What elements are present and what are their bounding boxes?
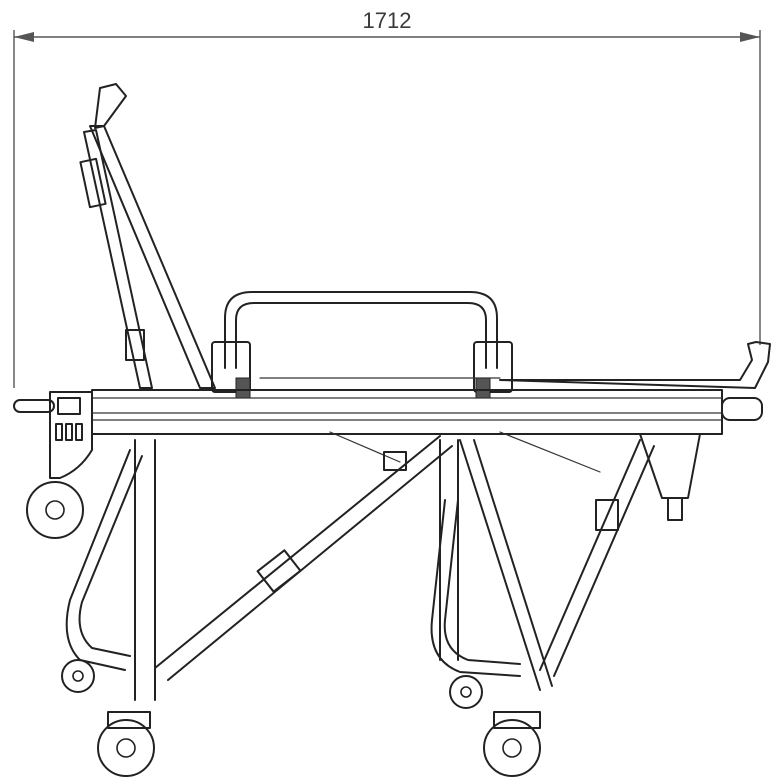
foot-end <box>259 341 771 389</box>
backrest-adjuster <box>125 329 145 361</box>
latch-block-left <box>235 377 251 399</box>
side-rail-inner <box>235 302 487 369</box>
caster-wheel-rear-hub <box>502 738 522 758</box>
dimension-arrow-right <box>740 32 760 42</box>
wheels <box>26 481 541 777</box>
dimension-value: 1712 <box>363 8 412 33</box>
foot-leg-vertical <box>439 439 459 661</box>
cross-strut-front <box>154 435 453 681</box>
handle-left <box>13 399 55 413</box>
strut-joint-rear <box>595 499 619 531</box>
backrest-handle <box>94 83 127 129</box>
head-slot-1 <box>55 423 63 441</box>
dimension-arrow-left <box>14 32 34 42</box>
overall-length-dimension: 1712 <box>13 8 761 388</box>
head-wheel-hub <box>45 500 65 520</box>
side-rail <box>211 291 513 399</box>
foot-release-box <box>639 433 701 499</box>
head-loop-leg <box>65 449 143 671</box>
foot-rest <box>499 341 771 389</box>
head-leg-vertical <box>134 439 156 701</box>
strut-joint-front <box>256 549 302 593</box>
backrest-rail-rear <box>83 129 153 389</box>
undercarriage <box>65 431 655 701</box>
backrest-strut <box>79 157 107 209</box>
side-rail-outer <box>224 291 498 369</box>
under-brace <box>329 431 601 473</box>
loading-wheel-front-hub <box>72 670 84 682</box>
head-end-window <box>57 397 81 415</box>
latch-block-right <box>475 377 491 399</box>
strut-joint-mid <box>383 451 407 471</box>
head-slot-3 <box>75 423 83 441</box>
cross-strut-rear <box>539 439 655 677</box>
caster-fork-rear <box>493 711 541 729</box>
handle-right <box>721 397 763 421</box>
main-frame-beam <box>91 389 723 435</box>
foot-loop-leg <box>430 499 521 677</box>
side-rail-latch-right <box>473 341 513 393</box>
foot-leg-diagonal <box>459 439 553 691</box>
backrest-rail-front <box>89 125 216 389</box>
foot-release-knob <box>667 497 683 521</box>
caster-fork-front <box>107 711 151 729</box>
backrest <box>79 83 216 389</box>
caster-wheel-front-hub <box>116 738 136 758</box>
head-slot-2 <box>65 423 73 441</box>
main-frame <box>13 389 763 521</box>
head-end-plate <box>49 391 93 479</box>
side-rail-latch-left <box>211 341 251 393</box>
loading-wheel-rear-hub <box>460 686 472 698</box>
